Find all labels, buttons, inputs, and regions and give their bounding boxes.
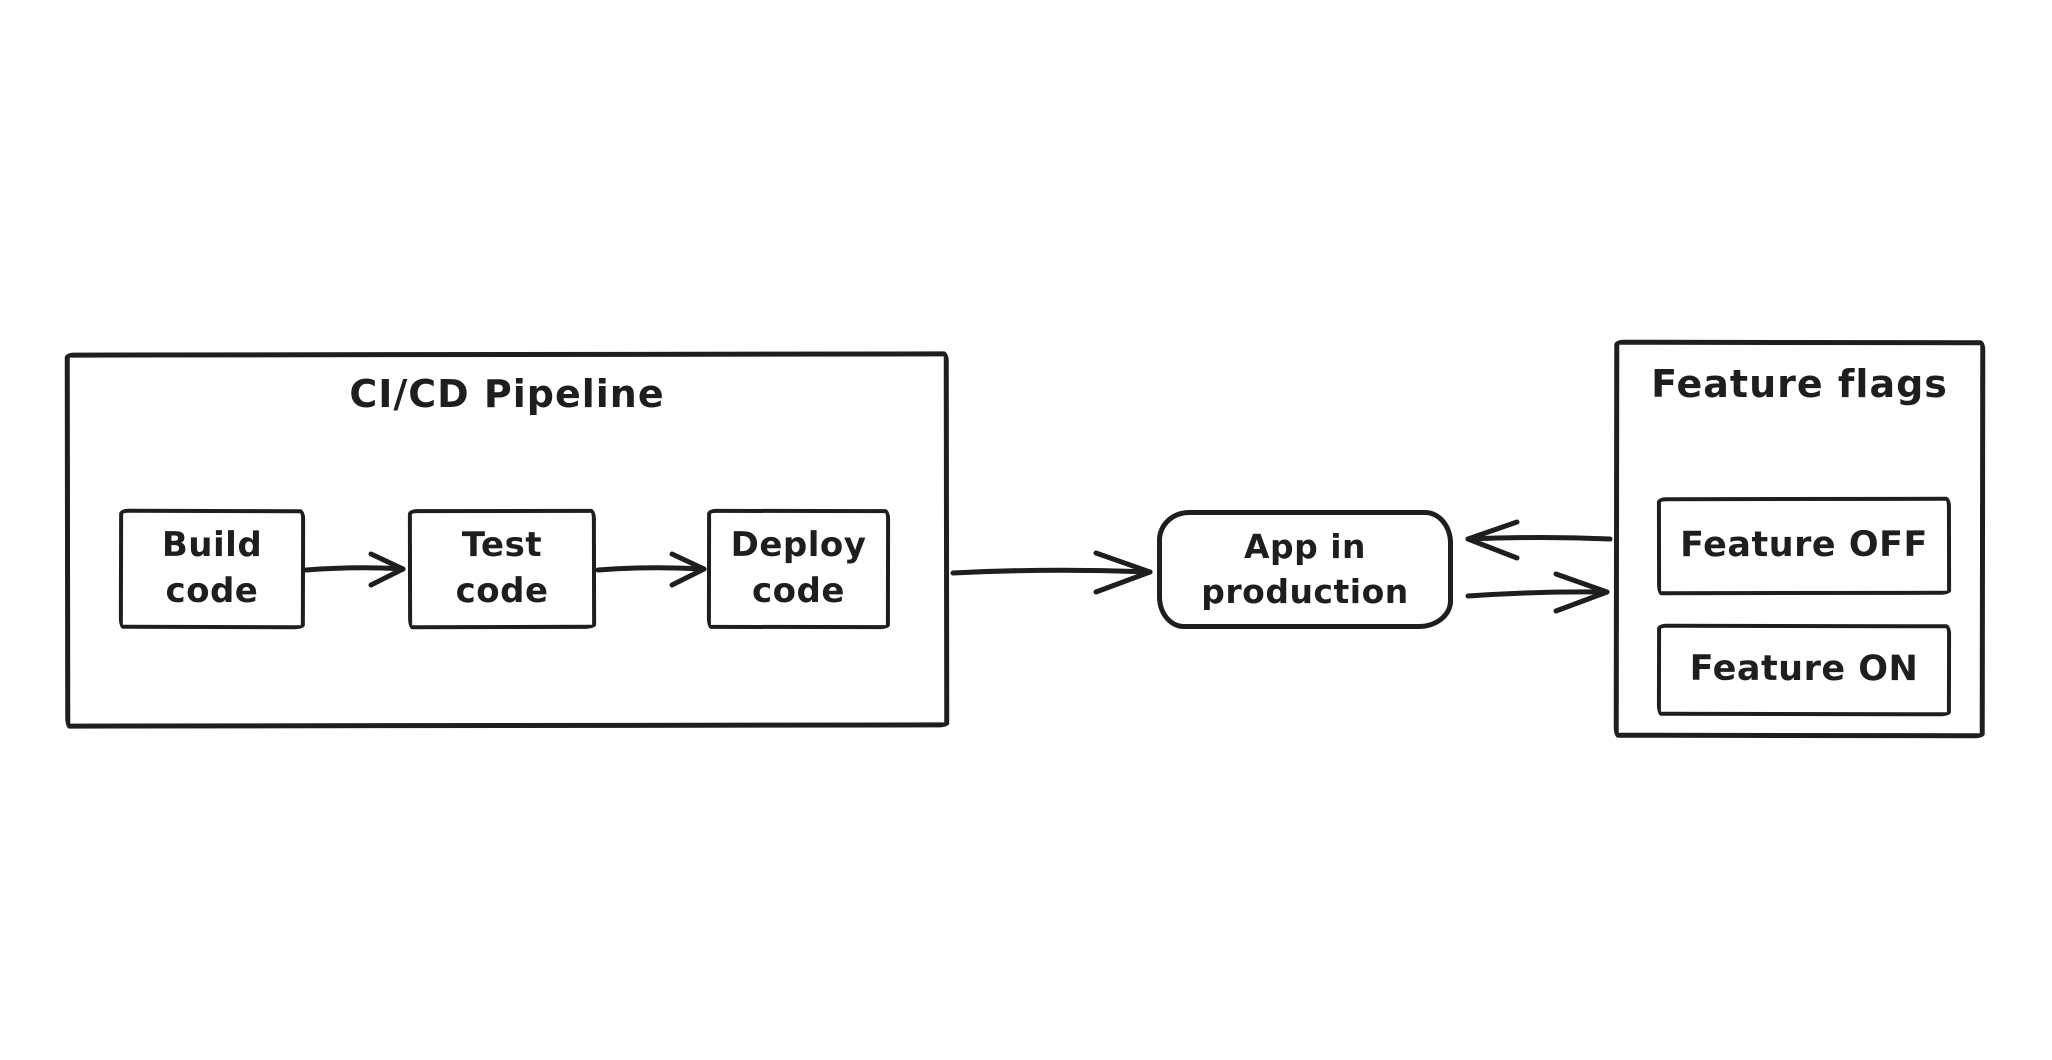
node-test-code: Test code bbox=[407, 508, 597, 630]
arrow-flags-to-app-icon bbox=[1465, 519, 1613, 561]
node-test-code-label: Test code bbox=[455, 525, 549, 612]
node-app-in-production: App in production bbox=[1157, 510, 1453, 629]
node-build-code-label: Build code bbox=[161, 524, 263, 612]
node-deploy-code: Deploy code bbox=[706, 508, 891, 630]
node-deploy-code-label: Deploy code bbox=[730, 524, 867, 612]
node-feature-on-label: Feature ON bbox=[1689, 649, 1919, 690]
node-feature-on: Feature ON bbox=[1656, 623, 1952, 717]
node-feature-off-label: Feature OFF bbox=[1680, 525, 1928, 566]
pipeline-title: CI/CD Pipeline bbox=[349, 372, 665, 416]
node-app-in-production-label: App in production bbox=[1201, 526, 1409, 611]
arrow-pipeline-to-app-icon bbox=[950, 550, 1153, 595]
arrow-app-to-flags-icon bbox=[1465, 571, 1610, 614]
feature-flags-title: Feature flags bbox=[1651, 362, 1948, 406]
node-feature-off: Feature OFF bbox=[1656, 496, 1952, 596]
node-build-code: Build code bbox=[118, 508, 306, 630]
